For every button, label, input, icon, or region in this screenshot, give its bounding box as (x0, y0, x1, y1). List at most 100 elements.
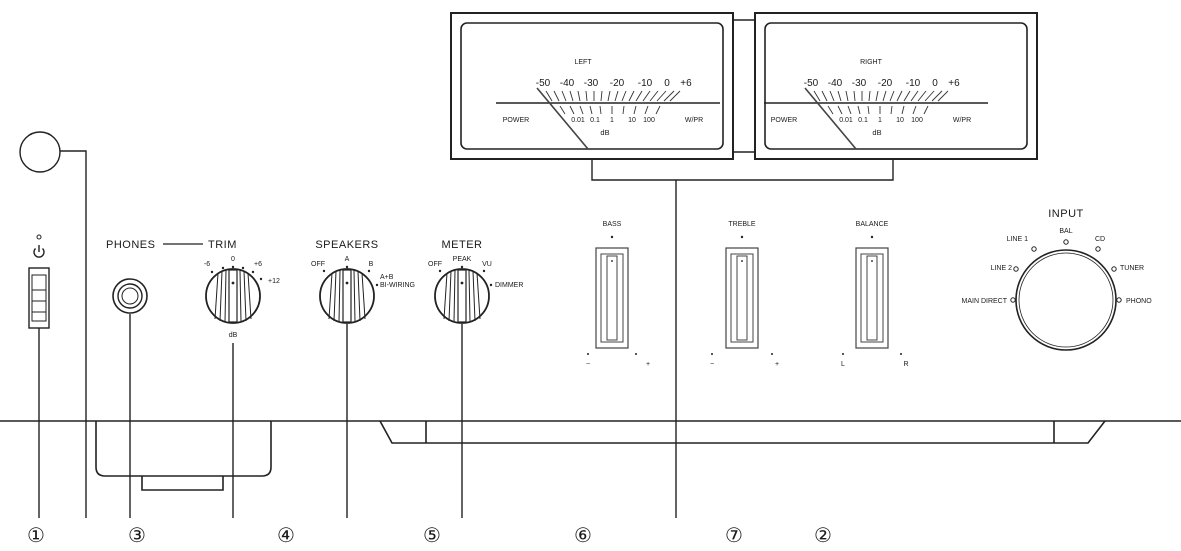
svg-text:-20: -20 (610, 78, 625, 89)
callout-3: ③ (128, 525, 146, 547)
headphone-jack[interactable] (112, 278, 148, 314)
standby-indicator (36, 234, 42, 240)
svg-text:VU: VU (482, 261, 492, 268)
svg-text:OFF: OFF (428, 261, 442, 268)
meter-right-db-scale: -50 -40 -30 -20 -10 0 +6 (804, 78, 960, 89)
svg-text:+12: +12 (268, 278, 280, 285)
speakers-label: SPEAKERS (315, 239, 378, 251)
svg-text:+6: +6 (254, 261, 262, 268)
phones-label: PHONES (106, 239, 155, 251)
treble-control: TREBLE − + (710, 221, 779, 368)
bass-knob[interactable] (595, 247, 629, 349)
svg-text:10: 10 (628, 117, 636, 124)
speakers-positions: OFF A B (311, 256, 374, 268)
speakers-biwiring-label: BI-WIRING (380, 282, 415, 289)
callout-1: ① (27, 525, 45, 547)
input-source-leds (1010, 239, 1122, 303)
power-icon (33, 245, 45, 258)
svg-text:OFF: OFF (311, 261, 325, 268)
trim-label: TRIM (208, 239, 237, 251)
callout-7: ⑦ (725, 525, 743, 547)
meter-window-left: LEFT -50 -40 -30 -20 -10 0 +6 P (450, 12, 734, 160)
input-selector-knob[interactable] (1015, 249, 1117, 351)
svg-text:B: B (369, 261, 374, 268)
svg-text:1: 1 (610, 117, 614, 124)
meter-right-power-scale: 0.01 0.1 1 10 100 (839, 117, 923, 124)
power-switch[interactable] (28, 267, 50, 329)
svg-text:BAL: BAL (1059, 228, 1072, 235)
svg-text:-30: -30 (852, 78, 867, 89)
balance-control: BALANCE L R (841, 221, 908, 368)
remote-sensor-leader (60, 150, 87, 518)
svg-text:CD: CD (1095, 236, 1105, 243)
svg-text:LINE 1: LINE 1 (1007, 236, 1029, 243)
speakers-knob[interactable] (319, 268, 375, 324)
bass-label: BASS (603, 221, 622, 228)
svg-text:0.01: 0.01 (571, 117, 585, 124)
treble-plus: + (775, 361, 779, 368)
svg-text:-40: -40 (560, 78, 575, 89)
balance-right: R (903, 361, 908, 368)
meter-right-power-label: POWER (771, 117, 797, 124)
meter-window-right: RIGHT -50 -40 -30 -20 -10 0 +6 (754, 12, 1038, 160)
svg-text:-50: -50 (804, 78, 819, 89)
trim-unit: dB (229, 332, 238, 339)
svg-text:-6: -6 (204, 261, 210, 268)
meter-left-title: LEFT (574, 59, 592, 66)
meter-leader-line (591, 160, 894, 518)
callout-4: ④ (277, 525, 295, 547)
svg-text:-10: -10 (638, 78, 653, 89)
input-label: INPUT (1048, 208, 1084, 220)
meter-right-needle (804, 87, 857, 150)
svg-text:-10: -10 (906, 78, 921, 89)
trim-knob[interactable] (205, 268, 261, 324)
svg-text:100: 100 (911, 117, 923, 124)
remote-sensor (19, 131, 61, 173)
input-source-labels: MAIN DIRECT LINE 2 LINE 1 BAL CD TUNER P… (962, 228, 1153, 305)
meter-knob-label: METER (442, 239, 483, 251)
balance-left: L (841, 361, 845, 368)
balance-label: BALANCE (856, 221, 889, 228)
meter-left-power-scale: 0.01 0.1 1 10 100 (571, 117, 655, 124)
svg-text:10: 10 (896, 117, 904, 124)
meter-left-db-label: dB (600, 128, 609, 137)
callout-5: ⑤ (423, 525, 441, 547)
svg-text:0.1: 0.1 (858, 117, 868, 124)
meter-knob[interactable] (434, 268, 490, 324)
bass-plus: + (646, 361, 650, 368)
svg-text:-20: -20 (878, 78, 893, 89)
svg-text:+6: +6 (948, 78, 960, 89)
svg-text:TUNER: TUNER (1120, 265, 1144, 272)
treble-knob[interactable] (725, 247, 759, 349)
meter-right-wpr-label: W/PR (953, 117, 971, 124)
svg-text:0: 0 (664, 78, 670, 89)
svg-text:-50: -50 (536, 78, 551, 89)
meter-right-title: RIGHT (860, 59, 883, 66)
balance-knob[interactable] (855, 247, 889, 349)
meter-right-db-label: dB (872, 128, 881, 137)
bass-control: BASS − + (586, 221, 650, 368)
svg-text:0.1: 0.1 (590, 117, 600, 124)
svg-text:LINE 2: LINE 2 (991, 265, 1013, 272)
speakers-ab-label: A+B (380, 274, 394, 281)
svg-text:A: A (345, 256, 350, 263)
svg-text:100: 100 (643, 117, 655, 124)
svg-text:0: 0 (932, 78, 938, 89)
meter-left-db-scale: -50 -40 -30 -20 -10 0 +6 (536, 78, 692, 89)
svg-text:MAIN DIRECT: MAIN DIRECT (962, 298, 1008, 305)
svg-text:PHONO: PHONO (1126, 298, 1152, 305)
meter-dimmer-label: DIMMER (495, 282, 523, 289)
meter-knob-positions: OFF PEAK VU (428, 256, 492, 268)
svg-text:+6: +6 (680, 78, 692, 89)
meter-left-wpr-label: W/PR (685, 117, 703, 124)
callout-numbers: ① ③ ④ ⑤ ⑥ ⑦ ② (27, 525, 832, 547)
svg-text:-40: -40 (828, 78, 843, 89)
chassis-edge (0, 420, 1181, 491)
callout-6: ⑥ (574, 525, 592, 547)
meter-left-power-label: POWER (503, 117, 529, 124)
treble-label: TREBLE (728, 221, 756, 228)
svg-text:1: 1 (878, 117, 882, 124)
svg-text:0: 0 (231, 256, 235, 263)
